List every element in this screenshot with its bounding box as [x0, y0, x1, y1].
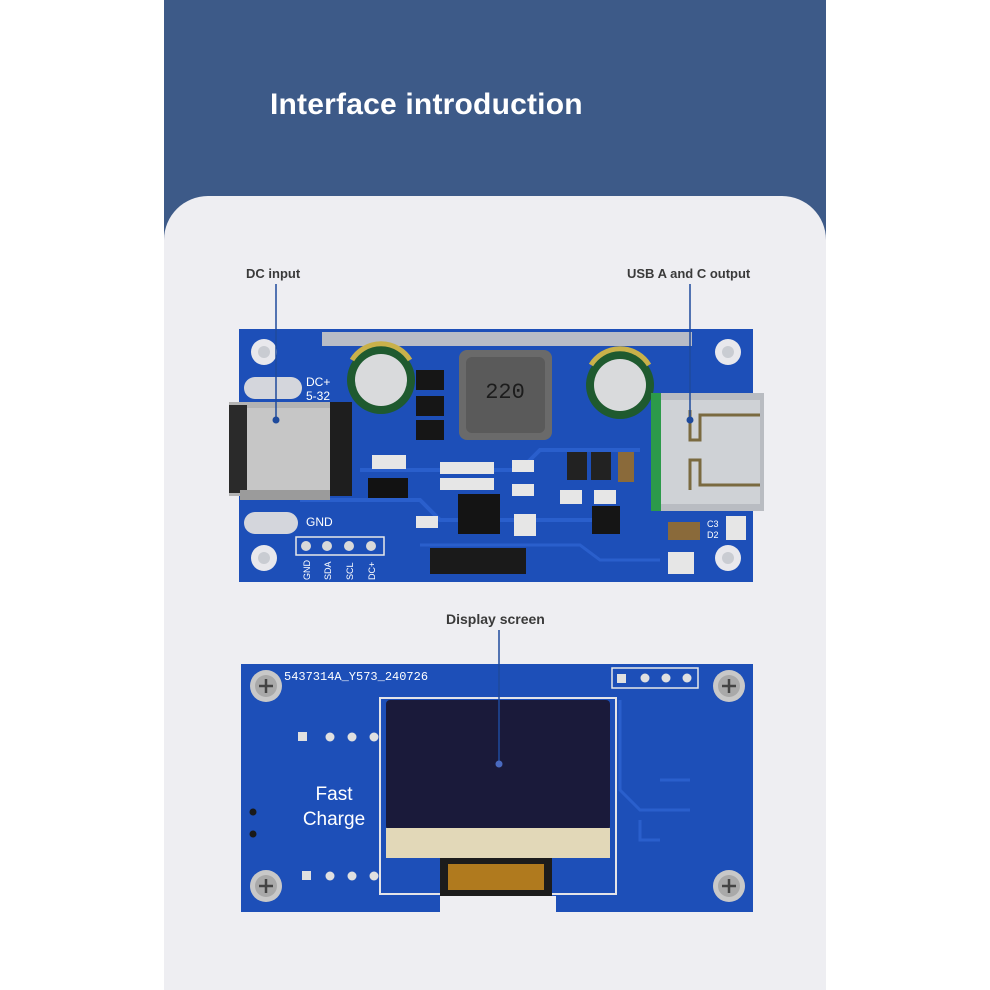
screw [713, 870, 745, 902]
display-screen-label: Display screen [446, 611, 545, 627]
mount-hole [251, 339, 277, 365]
pin-label: SCL [345, 562, 355, 580]
brand-line-1: Fast [316, 784, 354, 805]
dc-barrel-jack [229, 402, 352, 500]
inductor-marking: 220 [485, 380, 525, 405]
screw [250, 870, 282, 902]
serial-number: 5437314A_Y573_240726 [284, 670, 428, 684]
top-pcb: 220 DC+ 5-32 [229, 329, 764, 582]
usb-output-label: USB A and C output [627, 266, 751, 281]
silk-dc-plus: DC+ [306, 375, 330, 389]
usb-a-port [651, 393, 764, 511]
silk-voltage: 5-32 [306, 389, 330, 403]
bottom-pcb: 5437314A_Y573_240726 Fast Charge [241, 664, 753, 912]
silk-c3: C3 [707, 519, 719, 529]
silk-gnd: GND [306, 515, 333, 529]
mount-hole [715, 545, 741, 571]
capacitor [347, 341, 415, 414]
capacitor [586, 346, 654, 419]
brand-line-2: Charge [303, 809, 365, 830]
dc-input-label: DC input [246, 266, 301, 281]
pin-label: DC+ [367, 562, 377, 580]
page-title: Interface introduction [270, 88, 583, 121]
pin-label: GND [302, 560, 312, 581]
mount-hole [715, 339, 741, 365]
screw [250, 670, 282, 702]
mount-hole [251, 545, 277, 571]
inductor [459, 350, 552, 440]
silk-d2: D2 [707, 530, 719, 540]
screw [713, 670, 745, 702]
pin-label: SDA [323, 561, 333, 580]
controller-chip [458, 494, 500, 534]
